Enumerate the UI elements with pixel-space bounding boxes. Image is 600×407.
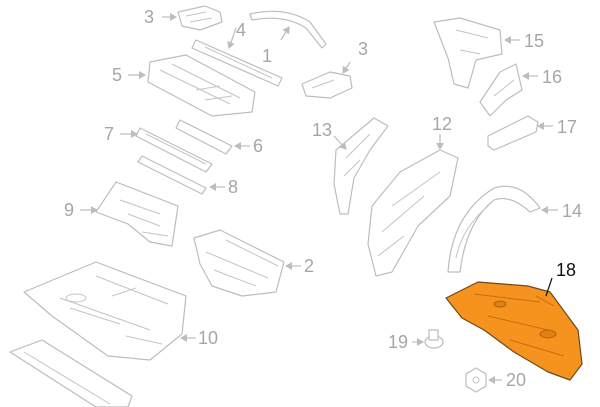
callout-19: 19 xyxy=(388,332,408,352)
callout-13: 13 xyxy=(312,120,332,140)
part-1-rail[interactable] xyxy=(249,10,327,49)
part-9-bracket[interactable] xyxy=(95,181,179,247)
part-18-body xyxy=(445,281,583,381)
callout-5: 5 xyxy=(112,65,122,85)
callout-1: 1 xyxy=(262,46,272,66)
part-19-clip[interactable] xyxy=(424,329,444,349)
callout-8: 8 xyxy=(228,177,238,197)
callout-15: 15 xyxy=(524,31,544,51)
part-3-right-bracket[interactable] xyxy=(301,71,353,99)
part-4-bar[interactable] xyxy=(191,39,283,87)
part-8-crossmember[interactable] xyxy=(137,155,207,195)
part-18-highlighted-panel[interactable] xyxy=(445,281,583,381)
part-15-bracket[interactable] xyxy=(433,17,503,89)
callout-12: 12 xyxy=(432,114,452,134)
part-16-bracket[interactable] xyxy=(479,63,523,117)
part-20-nut[interactable] xyxy=(465,367,487,393)
callout-18: 18 xyxy=(556,260,576,280)
part-2-tub[interactable] xyxy=(193,229,285,297)
part-13-inner-panel[interactable] xyxy=(333,117,389,215)
callout-4: 4 xyxy=(236,20,246,40)
callout-17: 17 xyxy=(557,117,577,137)
part-6-crossmember[interactable] xyxy=(175,119,233,155)
callout-16: 16 xyxy=(542,67,562,87)
callout-9: 9 xyxy=(64,200,74,220)
callout-3b: 3 xyxy=(358,39,368,59)
part-17-bracket[interactable] xyxy=(487,115,539,151)
callout-10: 10 xyxy=(198,328,218,348)
callout-20: 20 xyxy=(506,370,526,390)
part-5-floor-panel[interactable] xyxy=(147,54,256,117)
part-12-side-panel[interactable] xyxy=(367,149,459,277)
callout-2: 2 xyxy=(304,256,314,276)
callout-7: 7 xyxy=(104,124,114,144)
callout-3a: 3 xyxy=(144,7,154,27)
part-11-rail[interactable] xyxy=(9,339,133,407)
part-14-wheelhouse[interactable] xyxy=(447,185,541,273)
callout-14: 14 xyxy=(562,201,582,221)
callout-6: 6 xyxy=(253,136,263,156)
part-3-top-bracket[interactable] xyxy=(177,5,223,31)
part-10-rear-floor[interactable] xyxy=(23,261,187,361)
